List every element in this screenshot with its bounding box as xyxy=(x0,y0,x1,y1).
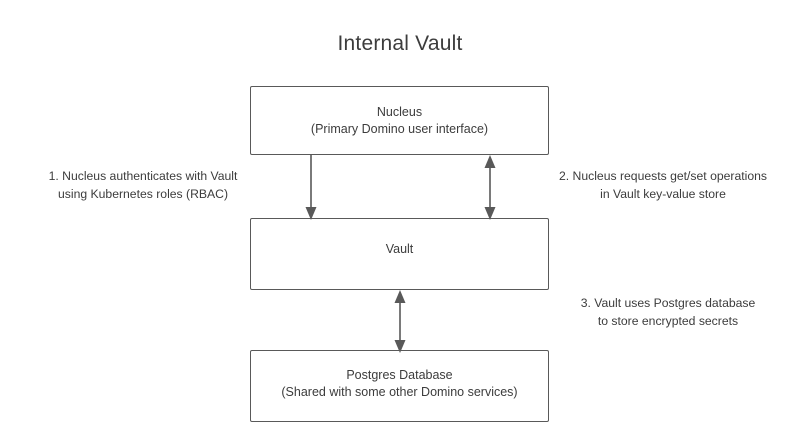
node-vault-title: Vault xyxy=(385,241,414,256)
node-postgres-title: Postgres Database xyxy=(346,368,453,382)
node-vault[interactable]: Vault xyxy=(250,218,549,290)
annotation-step-1-line-2: using Kubernetes roles (RBAC) xyxy=(57,186,229,201)
diagram-title: Internal Vault xyxy=(337,32,463,55)
annotation-step-2: 2. Nucleus requests get/set operations i… xyxy=(538,168,788,203)
annotation-step-3: 3. Vault uses Postgres database to store… xyxy=(548,295,788,330)
annotation-step-3-line-1: 3. Vault uses Postgres database xyxy=(580,296,756,310)
connector-vault-postgres-bidirectional-icon xyxy=(394,290,406,353)
annotation-step-2-line-1: 2. Nucleus requests get/set operations xyxy=(559,169,767,183)
node-postgres[interactable]: Postgres Database (Shared with some othe… xyxy=(250,350,549,422)
annotation-step-1: 1. Nucleus authenticates with Vault usin… xyxy=(18,168,268,203)
connector-nucleus-to-vault-icon xyxy=(305,155,317,220)
node-nucleus-title: Nucleus xyxy=(376,104,423,119)
node-nucleus-subtitle: (Primary Domino user interface) xyxy=(310,121,489,136)
connector-nucleus-vault-bidirectional-icon xyxy=(484,155,496,220)
node-postgres-subtitle: (Shared with some other Domino services) xyxy=(281,385,518,399)
annotation-step-2-line-2: in Vault key-value store xyxy=(600,186,726,201)
annotation-step-3-line-2: to store encrypted secrets xyxy=(597,313,739,328)
annotation-step-1-line-1: 1. Nucleus authenticates with Vault xyxy=(48,169,238,183)
node-nucleus[interactable]: Nucleus (Primary Domino user interface) xyxy=(250,86,549,155)
